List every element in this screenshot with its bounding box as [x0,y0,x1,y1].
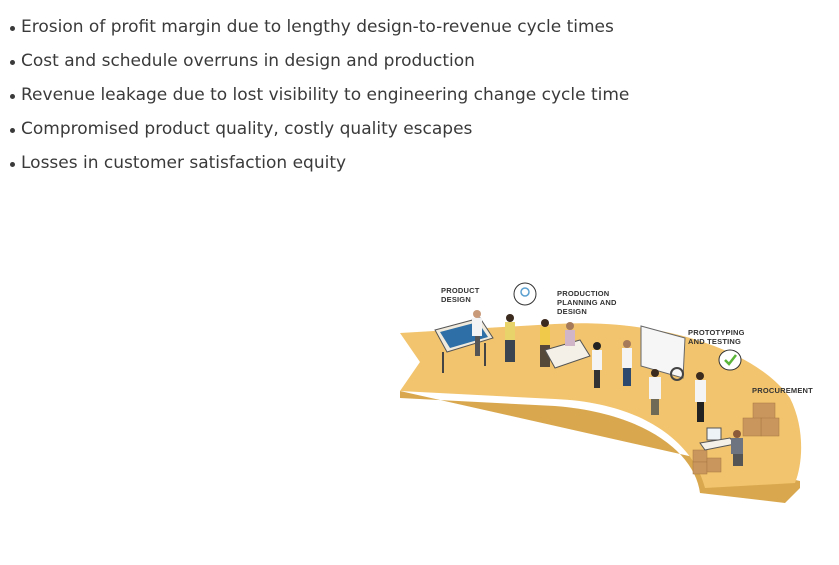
person-icon [505,314,515,362]
path-top [400,323,802,488]
bullet-text: Erosion of profit margin due to lengthy … [21,17,614,37]
bullet-item: Cost and schedule overruns in design and… [10,44,629,78]
person-icon [622,340,632,386]
path-side [400,391,800,503]
bullet-text: Cost and schedule overruns in design and… [21,51,475,71]
bullet-list: Erosion of profit margin due to lengthy … [10,10,629,180]
bullet-icon [10,161,15,167]
bullet-text: Losses in customer satisfaction equity [21,153,347,173]
bullet-text: Compromised product quality, costly qual… [21,119,473,139]
person-icon [649,369,661,415]
bullet-item: Erosion of profit margin due to lengthy … [10,10,629,44]
bullet-item: Compromised product quality, costly qual… [10,112,629,146]
person-icon [592,342,602,388]
boxes-icon [692,402,780,475]
bullet-text: Revenue leakage due to lost visibility t… [21,85,630,105]
person-icon [695,372,706,422]
stage-label-procurement: PROCUREMENT [752,386,813,395]
person-icon [540,319,550,367]
whiteboard-icon [640,325,686,381]
bullet-item: Revenue leakage due to lost visibility t… [10,78,629,112]
person-icon [565,322,575,346]
process-path-graphic [400,282,802,503]
person-icon [472,310,482,356]
bullet-icon [10,93,15,99]
bullet-icon [10,127,15,133]
person-icon [731,430,743,466]
bullet-icon [10,59,15,65]
lightbulb-speech-icon [513,282,537,306]
bullet-item: Losses in customer satisfaction equity [10,146,629,180]
checkmark-speech-icon [718,349,742,371]
bullet-icon [10,25,15,31]
